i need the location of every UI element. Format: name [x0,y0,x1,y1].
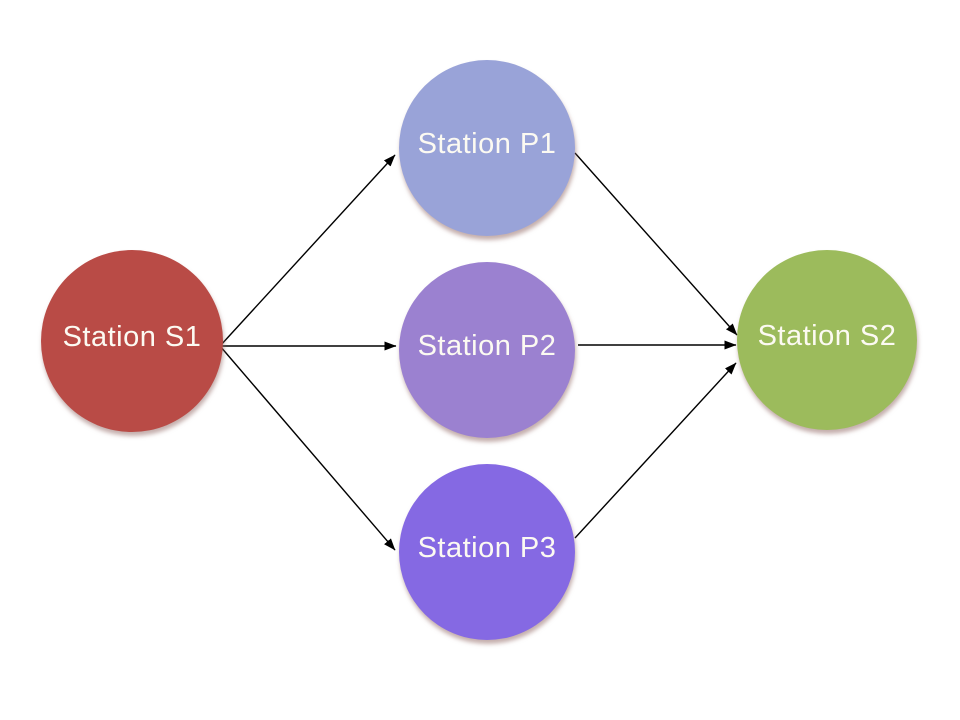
node-station-p1: Station P1 [399,60,575,236]
node-station-s2: Station S2 [737,250,917,430]
edge-p3-s2 [574,362,737,539]
node-station-p1-label: Station P1 [417,127,557,160]
node-station-s2-label: Station S2 [757,319,897,352]
node-station-p2: Station P2 [399,262,575,438]
node-station-p3: Station P3 [399,464,575,640]
edge-p1-s2 [574,152,738,336]
edge-s1-p1 [219,154,396,347]
node-station-s1-label: Station S1 [62,320,202,353]
node-station-p3-label: Station P3 [417,531,557,564]
node-station-p2-label: Station P2 [417,329,557,362]
edge-s1-p3 [219,345,396,551]
node-station-s1: Station S1 [41,250,223,432]
